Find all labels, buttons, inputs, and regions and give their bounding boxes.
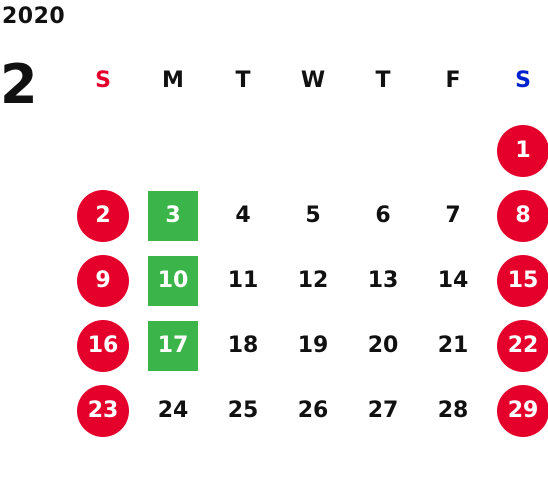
- day-number[interactable]: 24: [157, 398, 189, 423]
- calendar-cell[interactable]: 18: [208, 313, 278, 378]
- holiday-day[interactable]: 1: [497, 124, 548, 177]
- calendar-cell[interactable]: 20: [348, 313, 418, 378]
- calendar-cell: [208, 118, 278, 183]
- day-number[interactable]: 14: [437, 268, 469, 293]
- day-number[interactable]: 12: [297, 268, 329, 293]
- marked-day[interactable]: 17: [148, 320, 198, 371]
- calendar-cell: [418, 118, 488, 183]
- weekday-label: M: [162, 68, 184, 93]
- calendar-cell[interactable]: 25: [208, 378, 278, 443]
- month-number: 2: [0, 53, 38, 116]
- calendar-cell[interactable]: 21: [418, 313, 488, 378]
- day-number[interactable]: 28: [437, 398, 469, 423]
- calendar-cell: [278, 118, 348, 183]
- calendar-cell[interactable]: 22: [488, 313, 548, 378]
- weekday-label: T: [375, 68, 391, 93]
- day-number[interactable]: 4: [235, 203, 251, 228]
- calendar-cell[interactable]: 11: [208, 248, 278, 313]
- day-number[interactable]: 13: [367, 268, 399, 293]
- weekday-label: T: [235, 68, 251, 93]
- day-number[interactable]: 5: [305, 203, 321, 228]
- calendar-cell[interactable]: 12: [278, 248, 348, 313]
- calendar-cell[interactable]: 7: [418, 183, 488, 248]
- holiday-day[interactable]: 2: [77, 189, 129, 242]
- calendar-cell: [68, 118, 138, 183]
- calendar-cell[interactable]: 2: [68, 183, 138, 248]
- day-number[interactable]: 6: [375, 203, 391, 228]
- calendar-cell[interactable]: 16: [68, 313, 138, 378]
- day-number[interactable]: 19: [297, 333, 329, 358]
- holiday-day[interactable]: 16: [77, 319, 129, 372]
- calendar-cell[interactable]: 17: [138, 313, 208, 378]
- calendar-cell[interactable]: 6: [348, 183, 418, 248]
- calendar-cell[interactable]: 29: [488, 378, 548, 443]
- marked-day[interactable]: 10: [148, 255, 198, 306]
- holiday-day[interactable]: 22: [497, 319, 548, 372]
- calendar-cell[interactable]: 1: [488, 118, 548, 183]
- weekday-label: F: [445, 68, 461, 93]
- calendar-cell[interactable]: 19: [278, 313, 348, 378]
- weekday-label: S: [95, 68, 111, 93]
- calendar-cell[interactable]: 28: [418, 378, 488, 443]
- calendar-cell[interactable]: 14: [418, 248, 488, 313]
- calendar-cell: [138, 118, 208, 183]
- day-number[interactable]: 26: [297, 398, 329, 423]
- calendar-cell[interactable]: 13: [348, 248, 418, 313]
- day-number[interactable]: 18: [227, 333, 259, 358]
- calendar-cell[interactable]: 5: [278, 183, 348, 248]
- weekday-label: S: [515, 68, 531, 93]
- calendar-cell[interactable]: 15: [488, 248, 548, 313]
- calendar-cell[interactable]: 24: [138, 378, 208, 443]
- holiday-day[interactable]: 15: [497, 254, 548, 307]
- calendar-cell[interactable]: 23: [68, 378, 138, 443]
- day-number[interactable]: 25: [227, 398, 259, 423]
- holiday-day[interactable]: 9: [77, 254, 129, 307]
- marked-day[interactable]: 3: [148, 190, 198, 241]
- calendar-cell[interactable]: 27: [348, 378, 418, 443]
- holiday-day[interactable]: 23: [77, 384, 129, 437]
- calendar-cell[interactable]: 4: [208, 183, 278, 248]
- calendar-cell[interactable]: 26: [278, 378, 348, 443]
- calendar-cell[interactable]: 10: [138, 248, 208, 313]
- calendar-cell[interactable]: 8: [488, 183, 548, 248]
- holiday-day[interactable]: 8: [497, 189, 548, 242]
- calendar-cell: [348, 118, 418, 183]
- day-number[interactable]: 11: [227, 268, 259, 293]
- day-number[interactable]: 20: [367, 333, 399, 358]
- year-label: 2020: [2, 4, 66, 29]
- day-number[interactable]: 7: [445, 203, 461, 228]
- calendar-cell[interactable]: 3: [138, 183, 208, 248]
- calendar-cell[interactable]: 9: [68, 248, 138, 313]
- day-number[interactable]: 21: [437, 333, 469, 358]
- weekday-label: W: [300, 68, 326, 93]
- holiday-day[interactable]: 29: [497, 384, 548, 437]
- day-number[interactable]: 27: [367, 398, 399, 423]
